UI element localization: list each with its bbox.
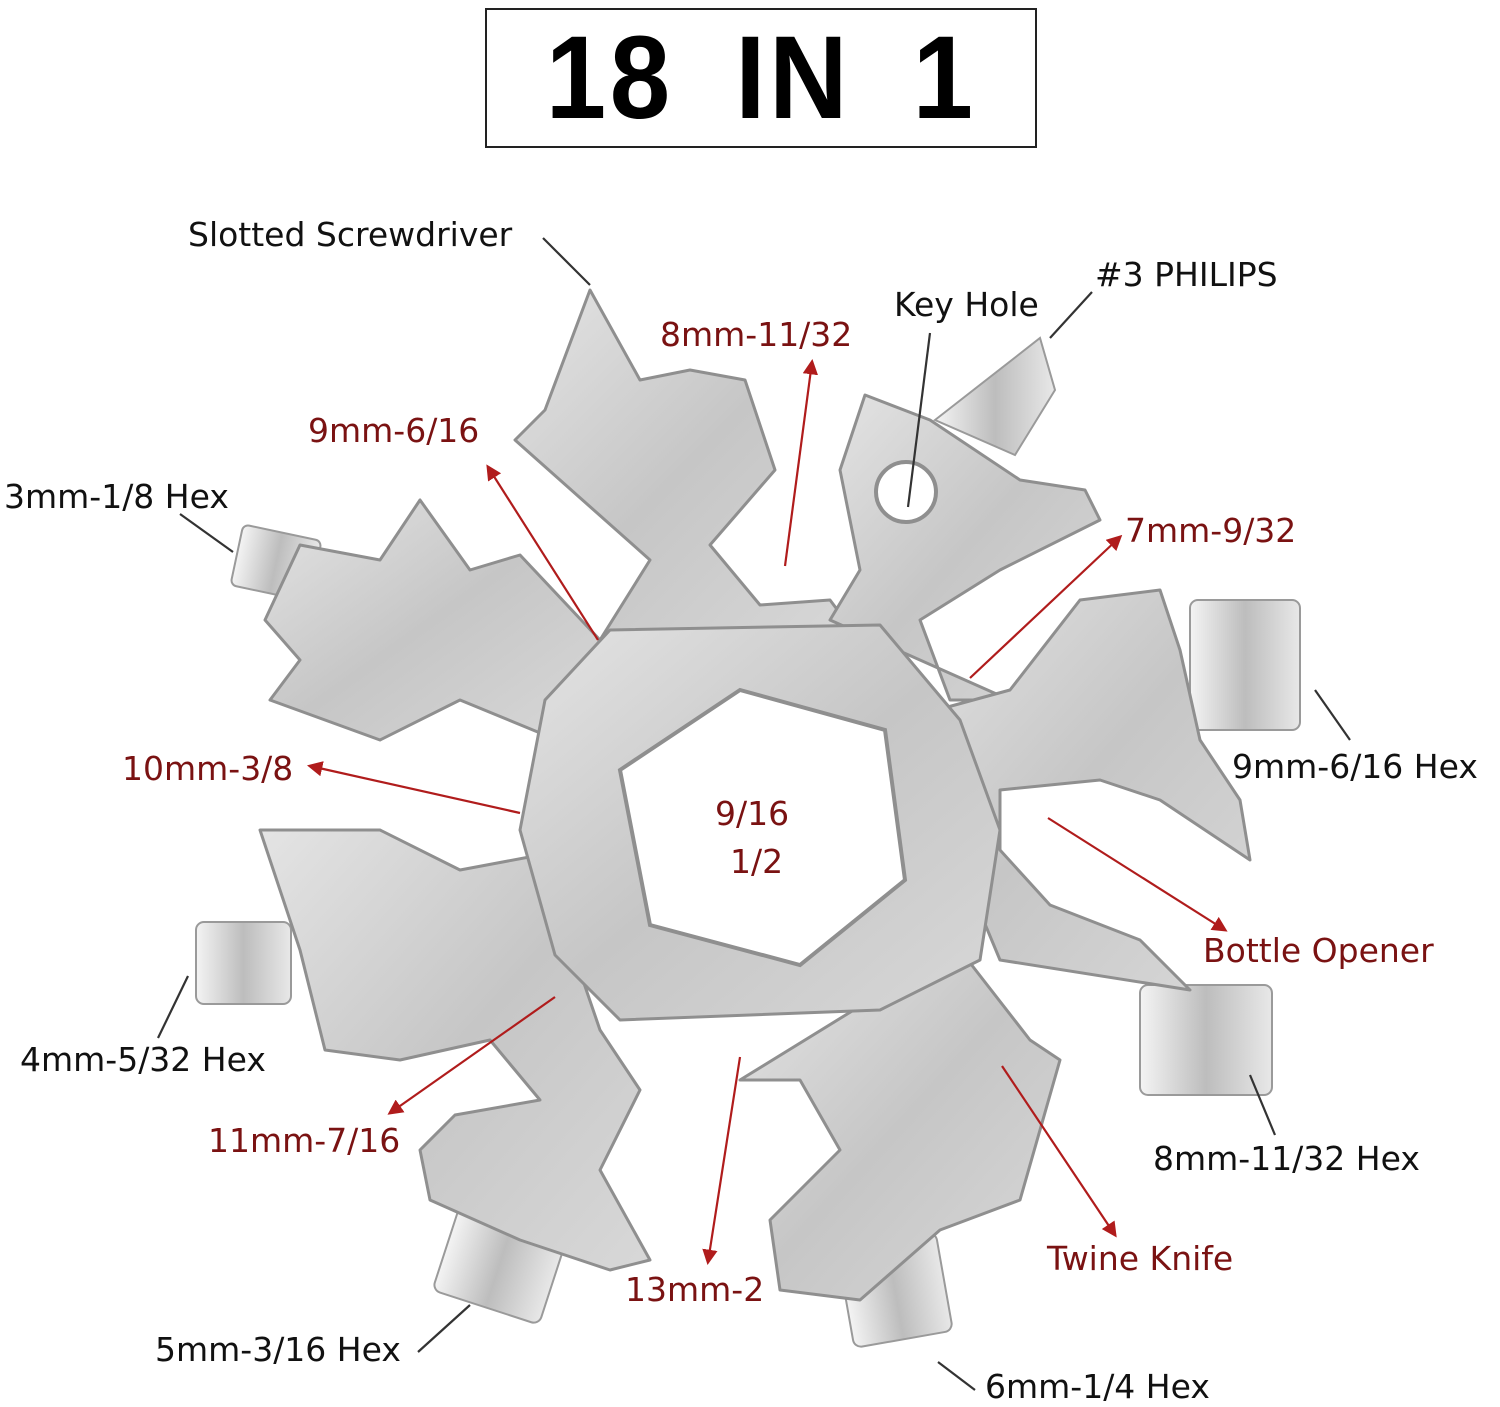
label-wrench-7mm: 7mm-9/32: [1125, 511, 1297, 550]
leader-hex-6mm: [937, 1361, 976, 1391]
label-center-bottom: 1/2: [730, 842, 784, 881]
red-arrows: [306, 358, 1228, 1266]
leader-hex-8mm: [1248, 1074, 1277, 1136]
label-bottle-opener: Bottle Opener: [1203, 931, 1434, 970]
leader-lines: [157, 237, 1351, 1391]
key-hole: [874, 460, 938, 524]
label-twine-knife: Twine Knife: [1047, 1239, 1234, 1278]
arrow-10mm: [306, 761, 521, 815]
label-wrench-11mm: 11mm-7/16: [208, 1121, 401, 1160]
hex-bit-9mm: [1189, 599, 1301, 731]
hex-bit-8mm: [1139, 984, 1273, 1096]
arrow-11mm: [387, 996, 556, 1115]
leader-hex-3mm: [179, 513, 234, 553]
label-wrench-13mm: 13mm-2: [625, 1270, 765, 1309]
snowflake-body: [258, 288, 1252, 1302]
label-hex-9mm: 9mm-6/16 Hex: [1232, 747, 1478, 786]
label-hex-5mm: 5mm-3/16 Hex: [155, 1330, 401, 1369]
label-wrench-8mm: 8mm-11/32: [660, 315, 853, 354]
title-box: 18 IN 1: [485, 8, 1037, 148]
arrow-13mm: [702, 1056, 742, 1266]
arrow-bottle-opener: [1047, 817, 1228, 932]
hex-bit-4mm: [195, 921, 292, 1005]
label-key-hole: Key Hole: [894, 285, 1039, 324]
leader-slotted: [542, 237, 591, 286]
arrow-7mm: [969, 534, 1123, 679]
philips-bit: [933, 336, 1057, 457]
diagram-title: 18 IN 1: [545, 12, 977, 144]
label-slotted-screwdriver: Slotted Screwdriver: [188, 215, 513, 254]
label-wrench-9mm: 9mm-6/16: [308, 411, 480, 450]
label-hex-3mm: 3mm-1/8 Hex: [4, 477, 229, 516]
leader-hex-9mm: [1314, 689, 1351, 741]
arrow-twine-knife: [1001, 1065, 1117, 1238]
leader-hex-4mm: [157, 975, 189, 1039]
label-hex-8mm: 8mm-11/32 Hex: [1153, 1139, 1420, 1178]
label-center-top: 9/16: [715, 794, 790, 833]
label-hex-4mm: 4mm-5/32 Hex: [20, 1040, 266, 1079]
arrow-8mm: [783, 358, 819, 567]
label-hex-6mm: 6mm-1/4 Hex: [985, 1367, 1210, 1406]
label-philips: #3 PHILIPS: [1095, 255, 1278, 294]
arrow-9mm: [486, 464, 599, 641]
leader-hex-5mm: [417, 1304, 471, 1353]
leader-philips: [1049, 291, 1093, 339]
leader-keyhole: [906, 332, 932, 508]
center-hex-hole: [617, 687, 908, 968]
label-wrench-10mm: 10mm-3/8: [122, 749, 294, 788]
